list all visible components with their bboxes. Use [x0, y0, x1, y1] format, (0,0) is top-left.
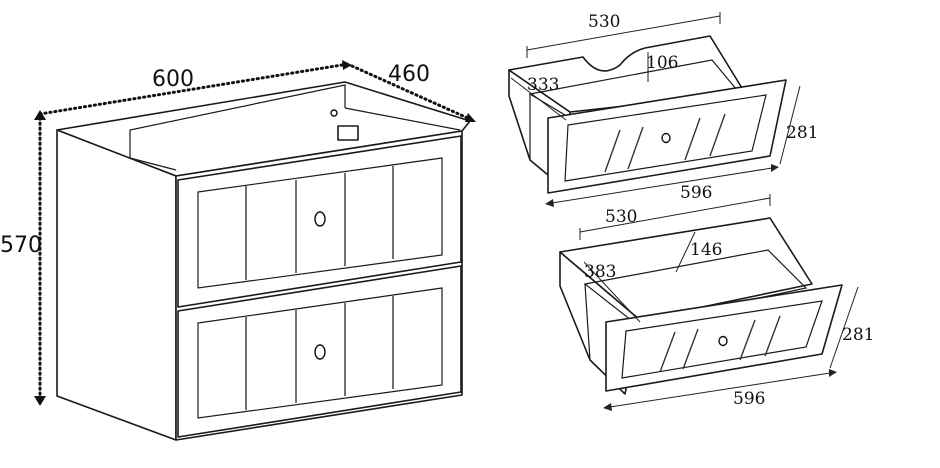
lower-drawer-knob[interactable]: [314, 344, 326, 360]
top-drawer-530-line: [526, 15, 721, 51]
width-dimension-line: [38, 62, 350, 116]
top-drawer-front-panel: [564, 94, 767, 182]
cabinet-width-label: 600: [152, 67, 194, 92]
cabinet-height-label: 570: [0, 233, 42, 258]
cabinet-left-side: [56, 129, 177, 441]
bottom-drawer-front-panel: [621, 300, 823, 379]
top-drawer-front-width: 596: [680, 183, 712, 203]
cabinet-inner-back: [129, 84, 346, 158]
bottom-drawer-146-line: [675, 231, 696, 273]
bottom-drawer-drawing: 530 146 383 281 596: [559, 194, 874, 411]
top-drawer-596-line: [551, 167, 773, 204]
mounting-bracket: [337, 125, 359, 141]
lower-drawer-panel: [197, 287, 443, 419]
top-drawer-333-line: [510, 77, 567, 121]
width-arrow-right: [342, 60, 352, 70]
bottom-drawer-knob[interactable]: [718, 335, 728, 347]
upper-drawer-grooves: [245, 166, 394, 280]
cabinet-drawing: 600 460 570: [0, 60, 476, 441]
height-arrow-top: [34, 110, 46, 120]
bottom-drawer-notch-depth: 146: [690, 240, 722, 260]
top-drawer-281-line: [779, 85, 801, 165]
bottom-drawer-383-line: [583, 261, 641, 323]
bottom-drawer-inner-depth: 383: [584, 262, 616, 282]
bottom-drawer-530-line: [579, 197, 771, 233]
top-drawer-notch-depth: 106: [646, 53, 678, 73]
bottom-drawer-back: [559, 217, 813, 321]
bottom-drawer-front-width: 596: [733, 389, 765, 409]
cabinet-depth-label: 460: [388, 62, 430, 87]
bottom-drawer-281-line: [829, 286, 859, 369]
top-drawer-side-height: 281: [786, 123, 818, 143]
wall-hook-hole: [330, 109, 338, 117]
bottom-drawer-side-height: 281: [842, 325, 874, 345]
lower-drawer-grooves: [245, 296, 394, 410]
bottom-drawer-front-grooves: [659, 315, 781, 373]
depth-arrow-right: [465, 113, 476, 122]
upper-drawer-panel: [197, 157, 443, 289]
upper-drawer-knob[interactable]: [314, 211, 326, 227]
top-drawer-knob[interactable]: [661, 132, 671, 144]
top-drawer-front-grooves: [604, 113, 726, 173]
height-arrow-bottom: [34, 396, 46, 406]
bottom-drawer-floor: [583, 249, 808, 325]
top-drawer-inner-depth: 333: [527, 75, 559, 95]
bottom-drawer-inner-width: 530: [605, 207, 637, 227]
bottom-drawer-596-line: [609, 372, 831, 408]
depth-dimension-line: [350, 64, 474, 122]
top-drawer-inner-width: 530: [588, 12, 620, 32]
top-drawer-drawing: 530 106 333 281 596: [508, 12, 818, 207]
top-drawer-back: [508, 35, 746, 113]
